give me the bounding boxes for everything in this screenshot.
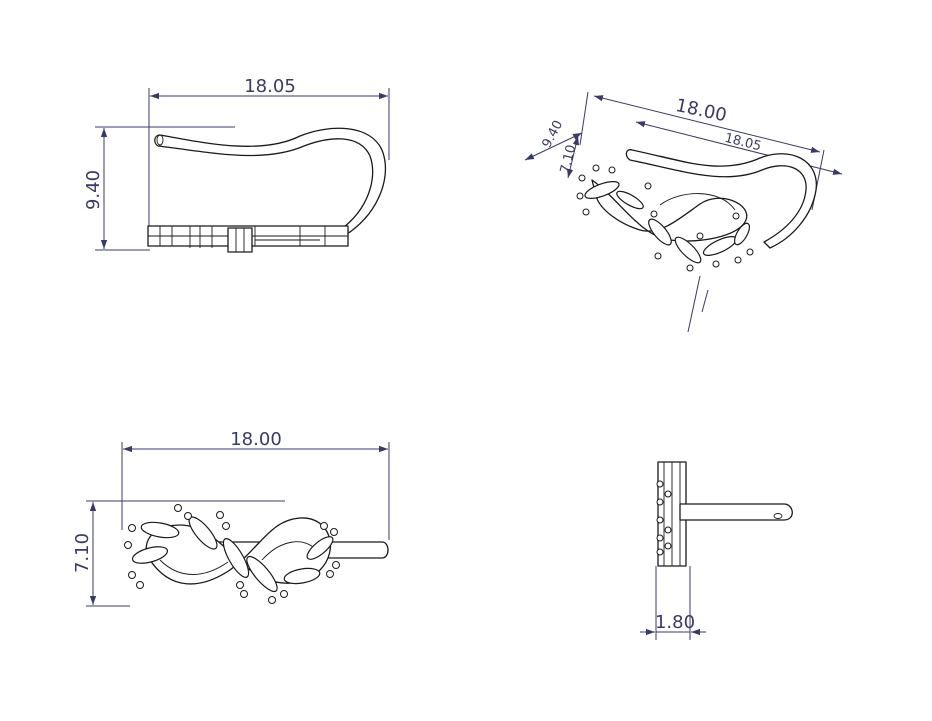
iso-ear-wire — [625, 149, 817, 249]
iso-length-a-label: 18.00 — [674, 95, 729, 126]
top-height-label: 7.10 — [72, 533, 93, 573]
iso-height-a-label: 9.40 — [539, 118, 566, 151]
side-height-label: 9.40 — [83, 170, 104, 210]
end-beads — [656, 480, 672, 556]
side-view: 18.05 9.40 — [83, 76, 390, 253]
isometric-view: 18.00 18.05 9.40 7.10 — [524, 91, 843, 333]
top-infinity-band — [145, 517, 331, 585]
top-width-label: 18.00 — [230, 429, 282, 450]
iso-height-b-dimension — [567, 135, 579, 179]
iso-length-b-label: 18.05 — [723, 131, 763, 155]
iso-stones — [576, 164, 754, 272]
top-stones — [124, 504, 340, 604]
iso-height-b-label: 7.10 — [558, 143, 580, 175]
top-view: 18.00 7.10 — [72, 429, 390, 607]
iso-infinity-band — [591, 179, 748, 242]
jewel-setting — [227, 227, 253, 253]
end-ear-wire — [679, 503, 793, 521]
side-width-label: 18.05 — [244, 76, 296, 97]
end-thickness-label: 1.80 — [655, 612, 695, 633]
ear-wire — [154, 127, 387, 237]
end-view: 1.80 — [640, 461, 793, 640]
